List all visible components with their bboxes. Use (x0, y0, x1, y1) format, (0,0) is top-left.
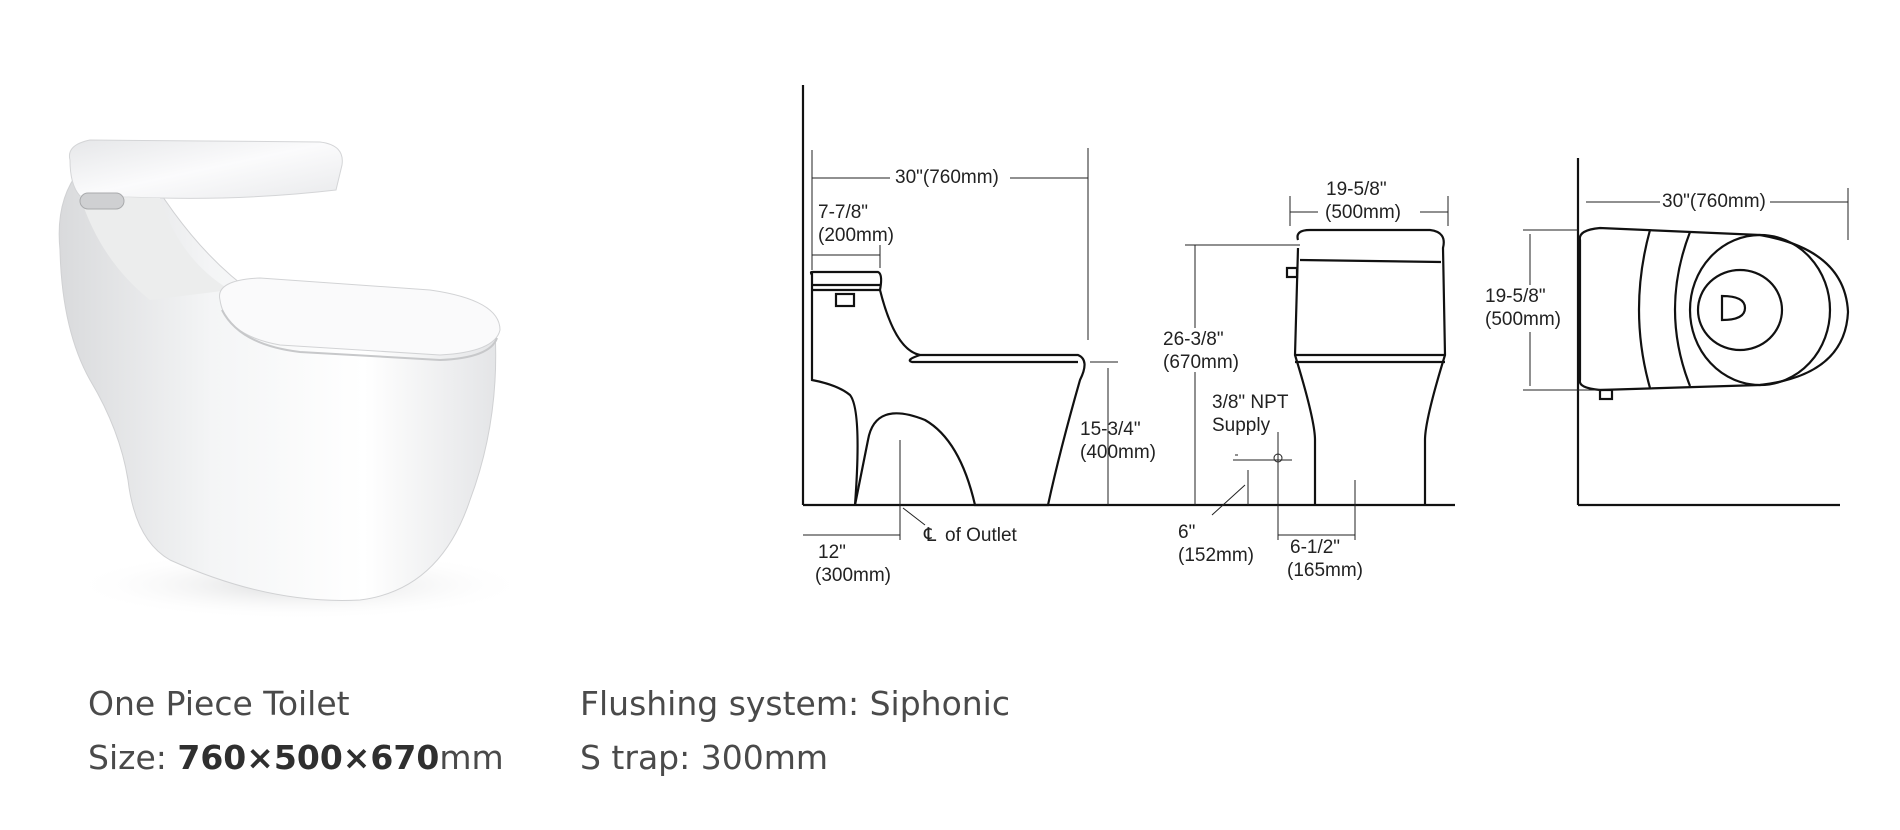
supply-height-label: 6" (1178, 522, 1195, 543)
top-width-mm-label: (500mm) (1485, 309, 1561, 330)
top-length-label: 30"(760mm) (1662, 191, 1766, 212)
rough-in-mm-label: (300mm) (815, 565, 891, 586)
front-view-toilet (1293, 228, 1447, 505)
front-width-label: 19-5/8" (1326, 179, 1387, 200)
size-value: 760×500×670 (177, 738, 440, 777)
side-view-toilet (809, 270, 1086, 507)
seat-height-label: 15-3/4" (1080, 419, 1141, 440)
top-view-toilet (1578, 226, 1850, 392)
overall-height-mm-label: (670mm) (1163, 352, 1239, 373)
tank-body (80, 196, 230, 300)
overall-height-label: 26-3/8" (1163, 329, 1224, 350)
toilet-product-photo (58, 139, 530, 620)
rough-in-label: 12" (818, 542, 846, 563)
toilet-lid (219, 277, 501, 356)
supply-offset-label: 6-1/2" (1290, 537, 1340, 558)
size-label: Size: (88, 738, 178, 777)
flushing-system: Flushing system: Siphonic (580, 684, 1010, 723)
outlet-label: of Outlet (945, 525, 1018, 546)
product-size: Size: 760×500×670mm (88, 738, 504, 777)
flush-button-icon (79, 192, 125, 210)
top-width-label: 19-5/8" (1485, 286, 1546, 307)
outlet-cl-symbol: ℄ (923, 525, 937, 546)
supply-height-mm-label: (152mm) (1178, 545, 1254, 566)
toilet-tank (68, 139, 343, 199)
supply-label-line2: Supply (1212, 415, 1271, 436)
supply-label-line1: 3/8" NPT (1212, 392, 1289, 413)
s-trap: S trap: 300mm (580, 738, 828, 777)
side-length-label: 30"(760mm) (895, 167, 999, 188)
tank-depth-mm-label: (200mm) (818, 225, 894, 246)
tank-depth-label: 7-7/8" (818, 202, 868, 223)
lid-edge (221, 309, 498, 362)
front-width-mm-label: (500mm) (1325, 202, 1401, 223)
supply-offset-mm-label: (165mm) (1287, 560, 1363, 581)
seat-height-mm-label: (400mm) (1080, 442, 1156, 463)
product-name: One Piece Toilet (88, 684, 350, 723)
size-unit: mm (439, 738, 504, 777)
